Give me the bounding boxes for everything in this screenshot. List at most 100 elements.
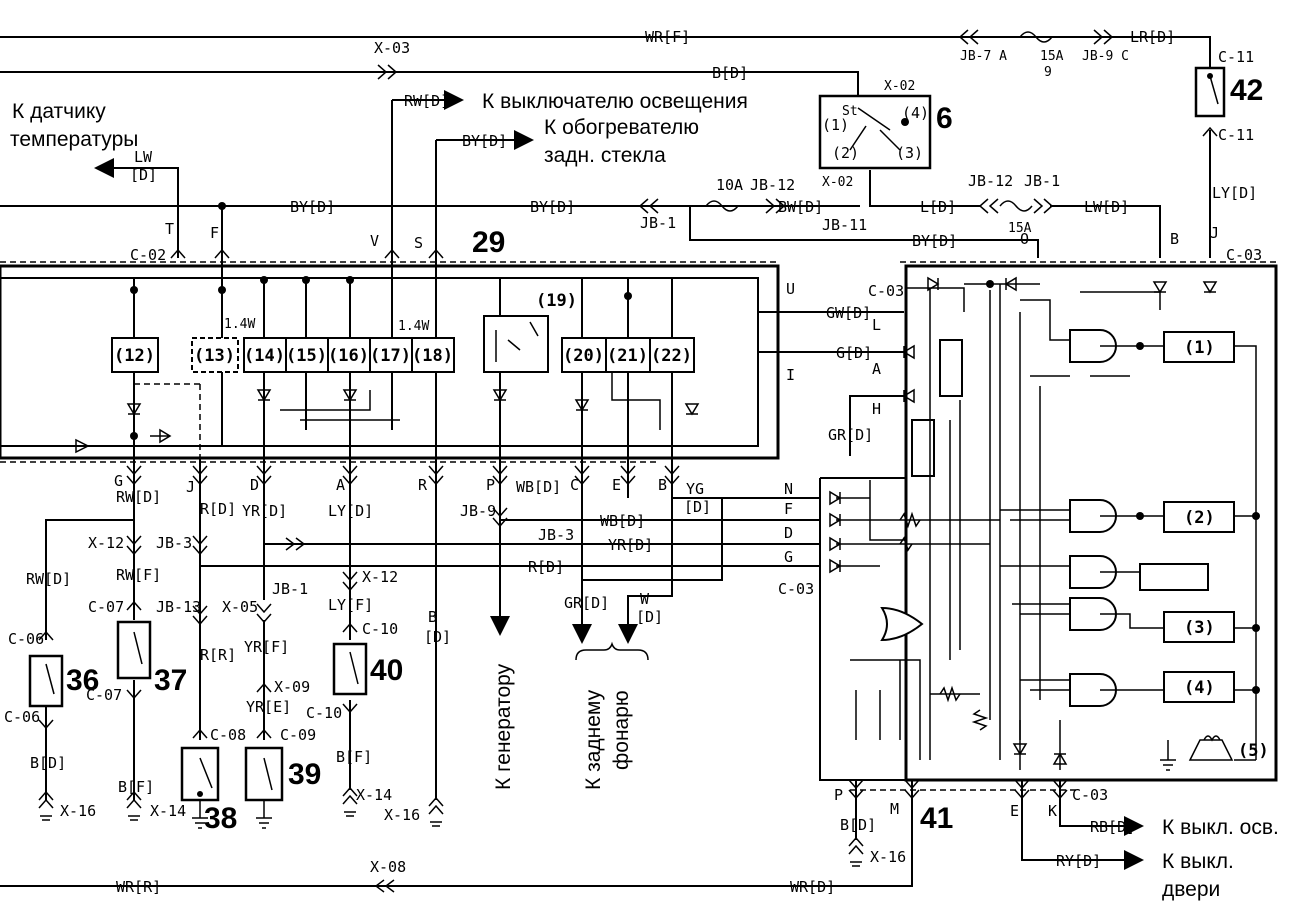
label-c06-b: C-06 (4, 708, 40, 726)
annotation-rear-lamp-2: фонарю (610, 690, 633, 770)
middle-wires: WB[D] YR[D] R[D] JB-9 JB-3 (200, 458, 820, 612)
block-19: (19) (536, 291, 577, 311)
label-st: St (842, 104, 858, 119)
annotation-rear-lamp-1: К заднему (582, 689, 605, 790)
label-ry-d: RY[D] (1056, 852, 1101, 870)
block-16: (16) (328, 346, 369, 366)
switch-39: 39 (244, 746, 321, 829)
component-number-29: 29 (472, 226, 505, 259)
label-i: I (786, 366, 795, 384)
label-lw-d: [D] (130, 166, 157, 184)
label-c02: C-02 (130, 246, 166, 264)
component-number-40: 40 (370, 654, 403, 687)
label-jb9-c: JB-9 C (1082, 49, 1129, 64)
label-x08: X-08 (370, 858, 406, 876)
label-b-f-37: B[F] (118, 778, 154, 796)
annotation-generator: К генератору (492, 663, 515, 790)
label-jb13: JB-13 (156, 598, 201, 616)
block-21: (21) (607, 346, 648, 366)
label-gw-d: GW[D] (826, 304, 871, 322)
module-29-bottom-labels: G RW[D] J R[D] D YR[D] A LY[D] R P WB[D]… (114, 472, 711, 520)
label-r-bot: R (418, 476, 428, 494)
component-number-37: 37 (154, 664, 187, 697)
annotation-temp-sensor-1: К датчику (12, 100, 106, 123)
label-fuse-15a-top: 15A (1040, 49, 1064, 64)
label-x12-b: X-12 (362, 568, 398, 586)
label-b-f-40: B[F] (336, 748, 372, 766)
label-f: F (210, 224, 219, 242)
block-15: (15) (286, 346, 327, 366)
label-m-41: M (890, 800, 899, 818)
label-wr-f-top: WR[F] (645, 28, 690, 46)
switch6-term-2: (2) (832, 144, 859, 162)
component-number-41: 41 (920, 802, 953, 835)
label-d-bot: D (250, 476, 259, 494)
label-x02-b: X-02 (822, 175, 853, 190)
label-e-41: E (1010, 802, 1019, 820)
switch6-term-1: (1) (822, 116, 849, 134)
label-r-r: R[R] (200, 646, 236, 664)
lower-left-connectors (38, 535, 444, 827)
ignition-switch-6: X-02 X-02 St (1) (2) (3) (4) 6 (818, 79, 953, 190)
switch-42: 42 (1194, 66, 1263, 118)
label-by-d-3: BY[D] (912, 232, 957, 250)
label-1-4w-a: 1.4W (224, 317, 255, 332)
label-a: A (872, 360, 881, 378)
label-lw: LW (134, 148, 153, 166)
label-b-bot: B (658, 476, 667, 494)
label-jb12-b: JB-12 (968, 172, 1013, 190)
label-wr-d: WR[D] (790, 878, 835, 896)
label-e-bot: E (612, 476, 621, 494)
switch6-term-4: (4) (902, 104, 929, 122)
label-a-bot: A (336, 476, 345, 494)
block-12: (12) (114, 346, 155, 366)
label-jb9-p: JB-9 (460, 502, 496, 520)
label-c06-a: C-06 (8, 630, 44, 648)
junction-dots-29 (130, 202, 632, 440)
label-lw-d-r: LW[D] (1084, 198, 1129, 216)
label-rw-f: RW[F] (116, 566, 161, 584)
label-jb1-q: JB-1 (640, 214, 676, 232)
label-fuse-10a: 10A (716, 176, 743, 194)
block41-1: (1) (1184, 338, 1215, 358)
label-c10-a: C-10 (362, 620, 398, 638)
label-jb1-b: JB-1 (1024, 172, 1060, 190)
label-x02-a: X-02 (884, 79, 915, 94)
label-j-bot: J (186, 478, 195, 496)
label-by-d-1: BY[D] (290, 198, 335, 216)
label-x16-c: X-16 (384, 806, 420, 824)
block41-2: (2) (1184, 508, 1215, 528)
label-yg-d: [D] (684, 498, 711, 516)
label-c11-b: C-11 (1218, 126, 1254, 144)
label-g-d: G[D] (836, 344, 872, 362)
label-u: U (786, 280, 795, 298)
label-p-bot: P (486, 476, 495, 494)
label-d2: D (784, 524, 793, 542)
top-connectors (377, 29, 1218, 214)
component-number-38: 38 (204, 802, 237, 835)
label-fuse-15a: 15A (1008, 221, 1032, 236)
label-c08: C-08 (210, 726, 246, 744)
top-wire-labels: WR[F] X-03 B[D] JB-7 A 15A 9 JB-9 C LR[D… (130, 28, 1257, 250)
label-c03-l: C-03 (868, 282, 904, 300)
block41-5: (5) (1238, 741, 1269, 761)
label-by-d-mid: BY[D] (462, 132, 507, 150)
switch-38: 38 (180, 746, 237, 835)
block-20: (20) (563, 346, 604, 366)
label-b-d-36: B[D] (30, 754, 66, 772)
label-yr-f: YR[F] (244, 638, 289, 656)
label-rb-d: RB[D] (1090, 818, 1135, 836)
label-c11-a: C-11 (1218, 48, 1254, 66)
annotation-light-switch: К выключателю освещения (482, 90, 748, 113)
label-j: J (1210, 224, 1219, 242)
label-gr-d: GR[D] (828, 426, 873, 444)
block41-3: (3) (1184, 618, 1215, 638)
label-rw-d-b: RW[D] (116, 488, 161, 506)
label-wb-d-2: WB[D] (600, 512, 645, 530)
label-by-d-2: BY[D] (530, 198, 575, 216)
label-jb11: JB-11 (822, 216, 867, 234)
label-c09: C-09 (280, 726, 316, 744)
label-w: W (640, 590, 650, 608)
component-number-6: 6 (936, 102, 953, 135)
label-r-d-2: R[D] (528, 558, 564, 576)
